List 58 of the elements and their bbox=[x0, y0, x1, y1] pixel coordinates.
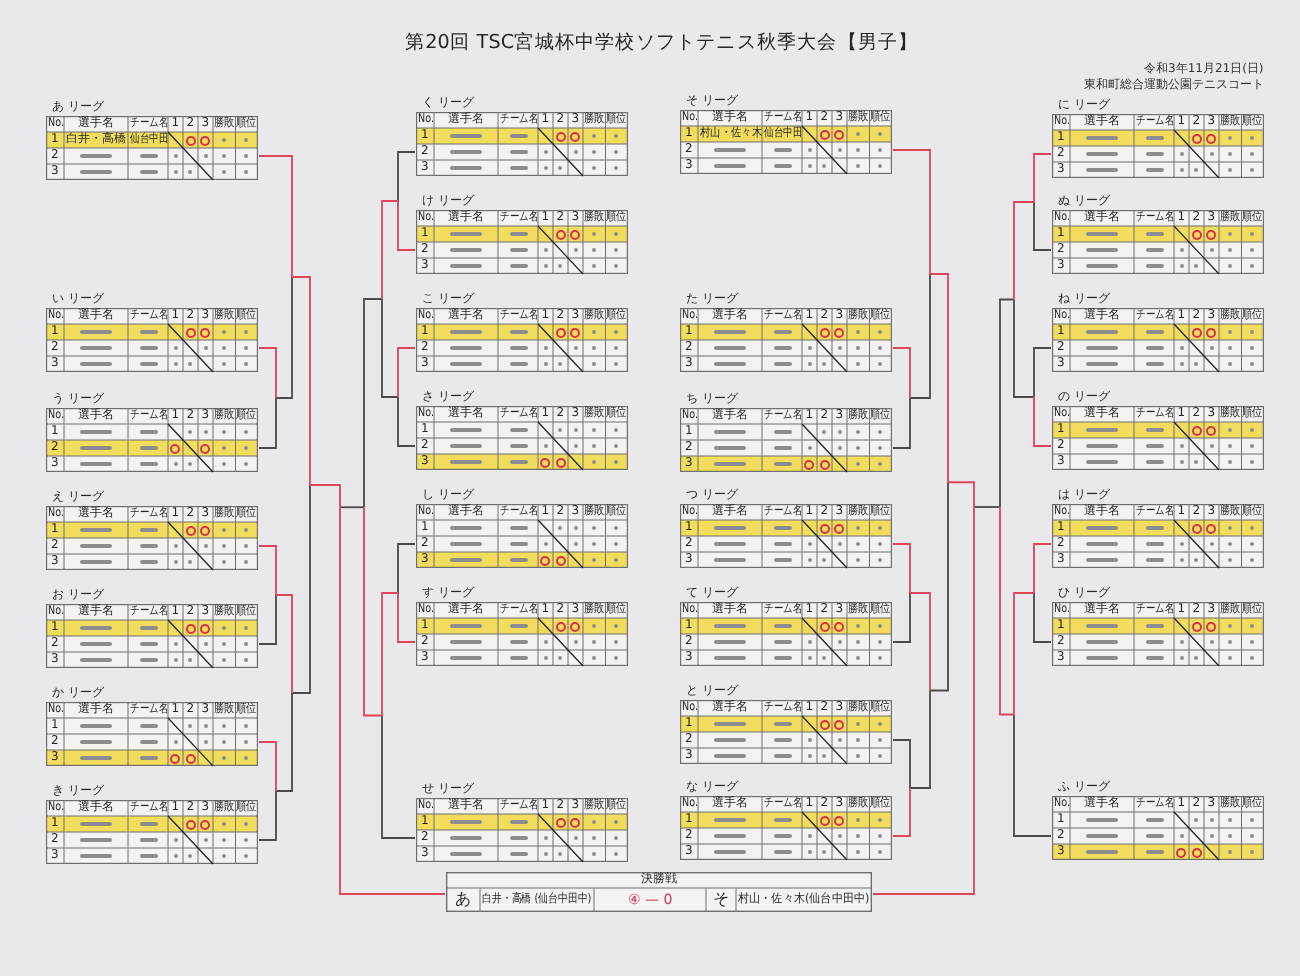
bracket-line bbox=[892, 347, 911, 399]
bracket-line bbox=[397, 592, 416, 643]
bracket-line bbox=[929, 273, 949, 484]
bracket-line bbox=[258, 594, 277, 645]
league-letter: あ bbox=[455, 892, 471, 909]
bracket-line bbox=[381, 592, 399, 717]
bracket-line bbox=[909, 273, 931, 399]
bracket-line bbox=[258, 741, 277, 792]
bracket-line bbox=[258, 545, 277, 596]
bracket-line bbox=[381, 298, 399, 398]
bracket-line bbox=[258, 155, 293, 278]
bracket-line bbox=[909, 689, 931, 789]
bracket-line bbox=[397, 396, 416, 447]
bracket-line bbox=[892, 739, 911, 789]
bracket-line bbox=[947, 481, 975, 508]
bracket-line bbox=[1033, 347, 1052, 398]
bracket-line bbox=[892, 787, 911, 837]
bracket-line bbox=[892, 397, 911, 449]
bracket-line bbox=[275, 276, 293, 399]
bracket-line bbox=[1013, 298, 1035, 398]
bracket-line bbox=[892, 149, 931, 275]
bracket-line bbox=[973, 506, 1001, 508]
bracket-line bbox=[339, 506, 365, 509]
bracket-line bbox=[397, 543, 416, 594]
bracket-line bbox=[929, 481, 949, 692]
bracket-line bbox=[381, 200, 399, 300]
bracket-line bbox=[1013, 713, 1052, 837]
bracket-line bbox=[275, 692, 293, 792]
bracket-line bbox=[999, 506, 1015, 716]
bracket-line bbox=[397, 200, 416, 251]
league-letter: そ bbox=[713, 892, 729, 909]
bracket-line bbox=[275, 594, 293, 694]
bracket-line bbox=[363, 506, 383, 717]
bracket-line bbox=[397, 347, 416, 398]
bracket-line bbox=[291, 276, 311, 486]
bracket-line bbox=[1033, 153, 1052, 203]
bracket-line bbox=[309, 484, 341, 509]
bracket-line bbox=[258, 790, 277, 841]
bracket-line bbox=[1033, 201, 1052, 251]
bracket-line bbox=[1033, 543, 1052, 594]
bracket-line bbox=[258, 347, 277, 399]
title: 第20回 TSC宮城杯中学校ソフトテニス秋季大会【男子】 bbox=[405, 34, 919, 54]
final-match-table bbox=[446, 872, 872, 912]
bracket-line bbox=[381, 714, 416, 839]
bracket-line bbox=[892, 592, 911, 643]
bracket-line bbox=[872, 506, 975, 895]
bracket-line bbox=[892, 543, 911, 594]
bracket-line bbox=[999, 298, 1015, 508]
bracket-line bbox=[397, 151, 416, 202]
bracket-line bbox=[363, 298, 383, 509]
bracket-line bbox=[1013, 201, 1035, 301]
bracket-line bbox=[1033, 592, 1052, 643]
bracket-line bbox=[291, 484, 311, 694]
bracket-line bbox=[258, 397, 277, 449]
bracket-line bbox=[1033, 396, 1052, 447]
bracket-line bbox=[909, 592, 931, 692]
bracket-line bbox=[339, 506, 446, 895]
bracket-line bbox=[1013, 592, 1035, 716]
